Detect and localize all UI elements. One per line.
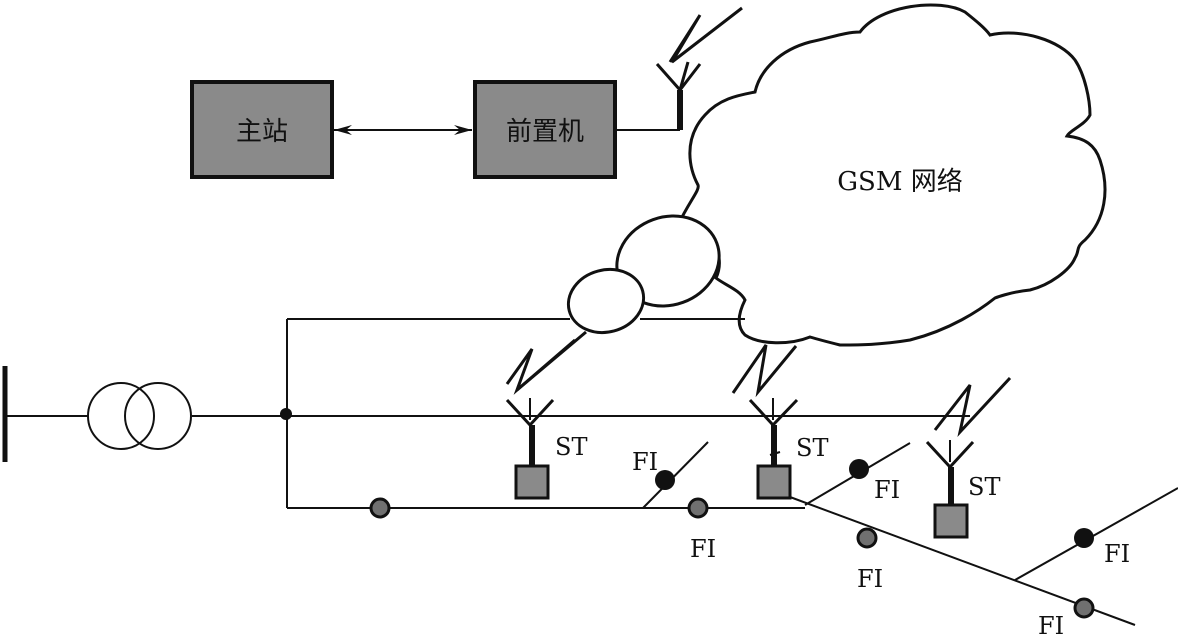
terminal-unit-2[interactable]: ST (731, 344, 828, 500)
terminal-unit-1[interactable]: ST (505, 338, 587, 500)
fault-indicator-1[interactable] (369, 497, 391, 519)
transformer-icon (87, 382, 192, 450)
fi-label-2: FI (632, 448, 658, 476)
terminal-label-3: ST (968, 473, 1000, 501)
terminal-label-2: ST (796, 434, 828, 462)
fault-indicator-7[interactable]: FI (1038, 597, 1095, 634)
fi-label-4: FI (874, 476, 900, 504)
fault-indicator-5[interactable]: FI (856, 527, 883, 593)
bidirectional-arrow (334, 125, 472, 135)
fault-indicator-4[interactable]: FI (849, 459, 900, 504)
fi-label-5: FI (857, 565, 883, 593)
fi-label-6: FI (1104, 540, 1130, 568)
fault-indicator-3[interactable]: FI (687, 497, 716, 563)
fi-label-7: FI (1038, 612, 1064, 634)
terminal-unit-3[interactable]: ST (925, 376, 1012, 539)
fault-indicator-6[interactable]: FI (1074, 528, 1130, 568)
cloud-bubbles (566, 214, 721, 335)
branch-lines (642, 441, 1178, 626)
master-station-label: 主站 (236, 117, 288, 147)
fault-indicator-2[interactable]: FI (632, 448, 675, 490)
front-end-processor[interactable]: 前置机 (473, 80, 617, 179)
master-station[interactable]: 主站 (190, 80, 334, 179)
wireless-signal-icon (668, 6, 743, 64)
antenna-icon (615, 61, 702, 131)
terminal-label-1: ST (555, 433, 587, 461)
front-end-label: 前置机 (506, 117, 584, 147)
gsm-network-label: GSM 网络 (837, 167, 962, 197)
fi-label-3: FI (690, 535, 716, 563)
gsm-network-cloud: GSM 网络 (675, 3, 1107, 347)
